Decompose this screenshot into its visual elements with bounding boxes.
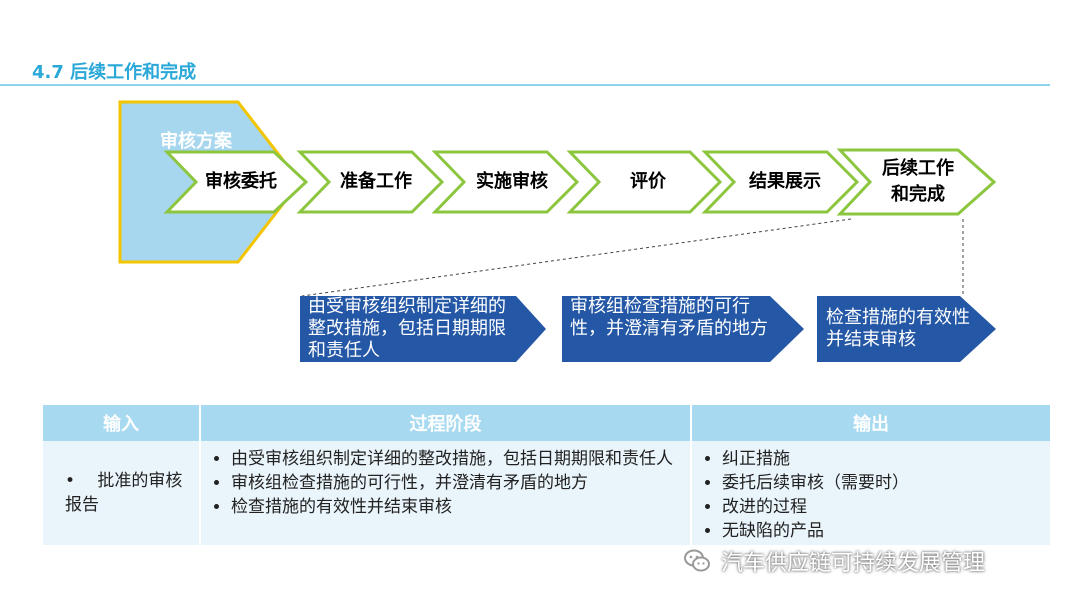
output-item: 纠正措施 <box>722 447 1042 471</box>
header-process: 过程阶段 <box>200 405 692 441</box>
process-flow-diagram <box>118 100 997 362</box>
watermark: 汽车供应链可持续发展管理 <box>683 545 985 577</box>
header-output: 输出 <box>691 405 1050 441</box>
header-input: 输入 <box>43 405 201 441</box>
step-chevron-4 <box>566 150 723 214</box>
wechat-icon <box>684 549 710 572</box>
input-text: • 批准的审核报告 <box>65 471 183 515</box>
step-chevron-2 <box>296 150 445 214</box>
step-chevron-3 <box>431 150 580 214</box>
step-label-2: 准备工作 <box>340 171 412 192</box>
callout-line-left <box>301 218 852 297</box>
detail-arrow-2 <box>562 296 804 362</box>
input-cell: • 批准的审核报告 <box>43 441 201 545</box>
title-divider <box>0 84 1050 86</box>
step-label-5: 结果展示 <box>749 171 821 192</box>
detail-arrow-3 <box>817 296 996 362</box>
step-chevron-1 <box>163 150 309 214</box>
process-table: 输入 过程阶段 输出 • 批准的审核报告 由受审核组织制定详细的整改措施，包括日… <box>43 405 1050 545</box>
step-chevron-6 <box>836 148 997 216</box>
output-cell: 纠正措施 委托后续审核（需要时） 改进的过程 无缺陷的产品 <box>691 441 1050 545</box>
step-label-4: 评价 <box>630 171 666 192</box>
watermark-text: 汽车供应链可持续发展管理 <box>721 551 986 576</box>
process-item: 检查措施的有效性并结束审核 <box>231 495 682 519</box>
output-item: 委托后续审核（需要时） <box>722 471 1042 495</box>
output-item: 无缺陷的产品 <box>722 519 1042 543</box>
step-chevron-5 <box>701 150 860 214</box>
process-item: 审核组检查措施的可行性，并澄清有矛盾的地方 <box>231 471 682 495</box>
detail-text-2: 审核组检查措施的可行性，并澄清有矛盾的地方 <box>570 296 768 339</box>
output-item: 改进的过程 <box>722 495 1042 519</box>
process-cell: 由受审核组织制定详细的整改措施，包括日期期限和责任人 审核组检查措施的可行性，并… <box>200 441 692 545</box>
process-item: 由受审核组织制定详细的整改措施，包括日期期限和责任人 <box>231 447 682 471</box>
detail-text-3: 检查措施的有效性并结束审核 <box>826 307 970 350</box>
step-label-1: 审核委托 <box>205 171 277 192</box>
table-row: • 批准的审核报告 由受审核组织制定详细的整改措施，包括日期期限和责任人 审核组… <box>43 441 1050 545</box>
detail-text-1: 由受审核组织制定详细的整改措施，包括日期期限和责任人 <box>308 296 506 361</box>
page-title: 4.7 后续工作和完成 <box>32 62 197 83</box>
table-header-row: 输入 过程阶段 输出 <box>43 405 1050 441</box>
detail-arrow-1 <box>300 296 546 362</box>
step-label-3: 实施审核 <box>476 171 548 192</box>
step-label-6: 后续工作 和完成 <box>882 158 954 205</box>
audit-plan-label: 审核方案 <box>160 131 232 152</box>
